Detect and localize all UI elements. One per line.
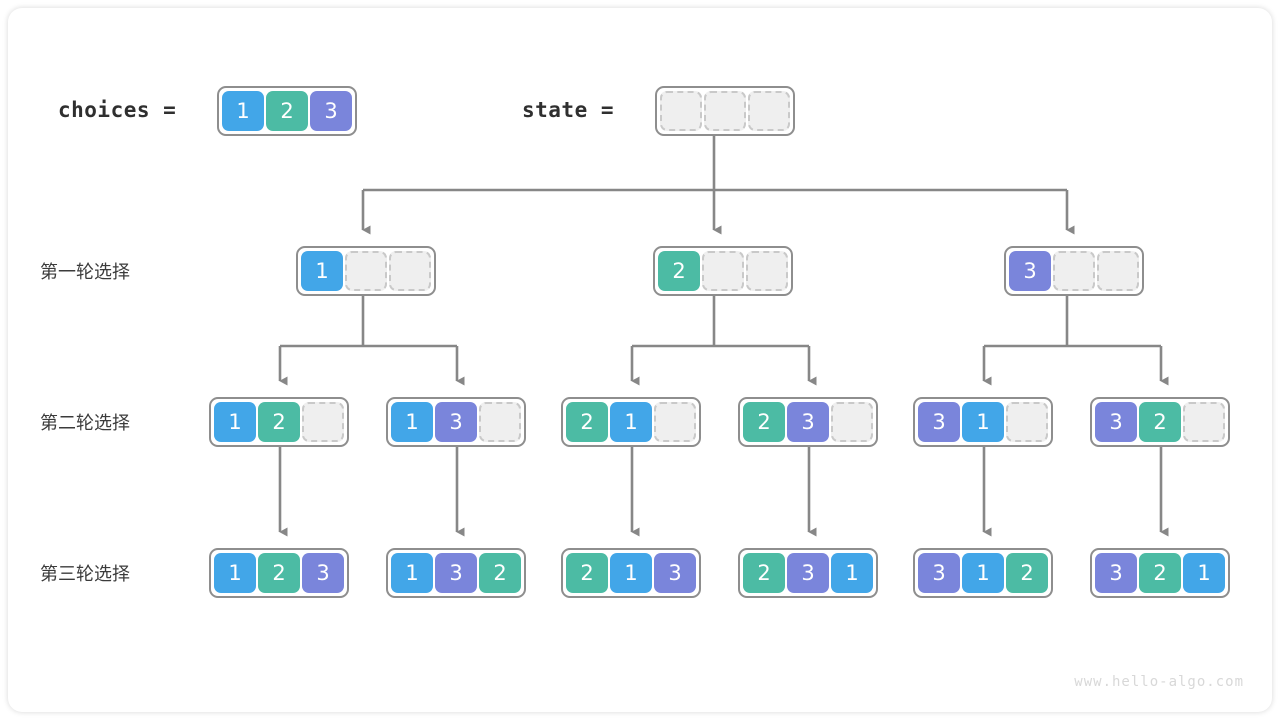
r1n2-cell-0: 2	[658, 251, 700, 291]
r3n3-cell-1: 1	[610, 553, 652, 593]
state-cell-0	[660, 91, 702, 131]
r2n2-cell-0: 1	[391, 402, 433, 442]
r2n3-cell-2	[654, 402, 696, 442]
r2n5-cell-1: 1	[962, 402, 1004, 442]
r3n1-cell-1: 2	[258, 553, 300, 593]
r2n6-cell-1: 2	[1139, 402, 1181, 442]
r3n4-cell-0: 2	[743, 553, 785, 593]
state-label: state =	[522, 98, 615, 122]
row-label-round-1: 第一轮选择	[40, 262, 130, 283]
r2n5-cell-0: 3	[918, 402, 960, 442]
r1n1-cell-2	[389, 251, 431, 291]
r3n6-cell-1: 2	[1139, 553, 1181, 593]
r2n3-cell-0: 2	[566, 402, 608, 442]
choices-label: choices =	[58, 98, 177, 122]
r2n4-cell-0: 2	[743, 402, 785, 442]
r2n6-cell-0: 3	[1095, 402, 1137, 442]
r1n1-cell-1	[345, 251, 387, 291]
choices-cell-2: 3	[310, 91, 352, 131]
state-node-r1-n2: 2	[653, 246, 793, 296]
r1n1-cell-0: 1	[301, 251, 343, 291]
r2n3-cell-1: 1	[610, 402, 652, 442]
r1n3-cell-0: 3	[1009, 251, 1051, 291]
choices-cell-0: 1	[222, 91, 264, 131]
r3n3-cell-0: 2	[566, 553, 608, 593]
r3n5-cell-1: 1	[962, 553, 1004, 593]
state-cell-2	[748, 91, 790, 131]
r1n2-cell-1	[702, 251, 744, 291]
r3n1-cell-2: 3	[302, 553, 344, 593]
r3n2-cell-1: 3	[435, 553, 477, 593]
r2n5-cell-2	[1006, 402, 1048, 442]
row-label-round-2: 第二轮选择	[40, 413, 130, 434]
r1n3-cell-1	[1053, 251, 1095, 291]
r3n5-cell-0: 3	[918, 553, 960, 593]
r3n2-cell-2: 2	[479, 553, 521, 593]
r3n6-cell-2: 1	[1183, 553, 1225, 593]
r2n2-cell-2	[479, 402, 521, 442]
r3n3-cell-2: 3	[654, 553, 696, 593]
tree-connectors	[278, 132, 1169, 537]
state-node-r1-n1: 1	[296, 246, 436, 296]
r3n6-cell-0: 3	[1095, 553, 1137, 593]
r2n4-cell-1: 3	[787, 402, 829, 442]
row-label-round-3: 第三轮选择	[40, 564, 130, 585]
r2n1-cell-1: 2	[258, 402, 300, 442]
r3n2-cell-0: 1	[391, 553, 433, 593]
r3n5-cell-2: 2	[1006, 553, 1048, 593]
r2n1-cell-2	[302, 402, 344, 442]
watermark: www.hello-algo.com	[1074, 674, 1244, 690]
state-array	[655, 86, 795, 136]
r3n4-cell-1: 3	[787, 553, 829, 593]
r2n1-cell-0: 1	[214, 402, 256, 442]
state-node-r1-n3: 3	[1004, 246, 1144, 296]
r2n4-cell-2	[831, 402, 873, 442]
r1n3-cell-2	[1097, 251, 1139, 291]
state-cell-1	[704, 91, 746, 131]
r1n2-cell-2	[746, 251, 788, 291]
r2n2-cell-1: 3	[435, 402, 477, 442]
r3n1-cell-0: 1	[214, 553, 256, 593]
choices-cell-1: 2	[266, 91, 308, 131]
r3n4-cell-2: 1	[831, 553, 873, 593]
r2n6-cell-2	[1183, 402, 1225, 442]
